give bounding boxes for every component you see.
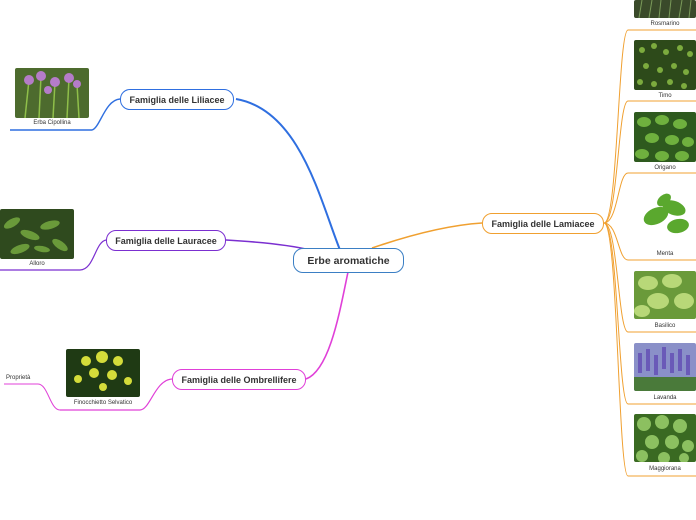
menta-image [634,188,696,243]
connector-root-liliacee [235,98,341,251]
branch-liliacee[interactable]: Famiglia delle Liliacee [120,89,234,110]
leaf-rosmarino[interactable]: Rosmarino [650,21,680,27]
connector-liliacee-erba [10,98,121,131]
connector-finocchio-proprieta [4,383,61,411]
branch-ombrellifere[interactable]: Famiglia delle Ombrellifere [172,369,306,390]
lavanda-image [634,343,696,391]
leaf-timo[interactable]: Timo [658,93,672,99]
leaf-maggiorana[interactable]: Maggiorana [649,466,681,472]
leaf-proprieta[interactable]: Proprietà [6,375,31,381]
connector-lauracee-alloro [0,239,107,271]
connector-ombr-finocchio [60,378,173,411]
leaf-menta[interactable]: Menta [656,251,674,257]
finocchietto-image [66,349,140,397]
leaf-alloro[interactable]: Alloro [29,261,45,267]
erba-cipollina-image [15,68,89,118]
leaf-erba-cipollina[interactable]: Erba Cipollina [33,120,71,126]
rosmarino-image [634,0,696,18]
alloro-image [0,209,74,259]
root-node[interactable]: Erbe aromatiche [293,248,404,273]
connector-root-lamiacee [371,222,483,249]
leaf-basilico[interactable]: Basilico [654,323,676,329]
leaf-lavanda[interactable]: Lavanda [653,395,677,401]
branch-lamiacee[interactable]: Famiglia delle Lamiacee [482,213,604,234]
connector-root-ombrellifere [305,271,349,380]
timo-image [634,40,696,90]
origano-image [634,112,696,162]
leaf-finocchietto[interactable]: Finocchietto Selvatico [73,400,133,406]
branch-lauracee[interactable]: Famiglia delle Lauracee [106,230,226,251]
maggiorana-image [634,414,696,462]
leaf-origano[interactable]: Origano [654,165,676,171]
basilico-image [634,271,696,319]
